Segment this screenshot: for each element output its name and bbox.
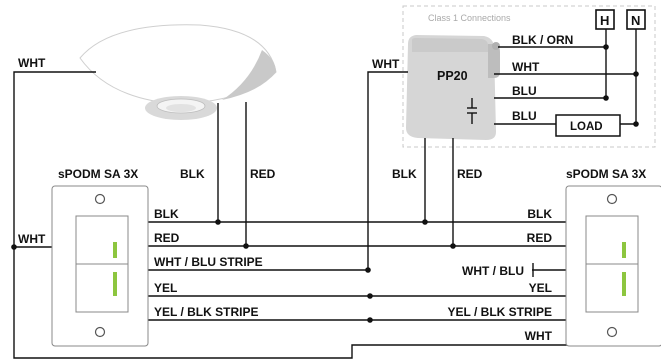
junction-dot bbox=[603, 95, 609, 101]
junction-dot bbox=[367, 293, 373, 299]
pack-wht-label: WHT bbox=[512, 60, 540, 74]
junction-dot bbox=[633, 121, 639, 127]
left-switch-device bbox=[51, 185, 149, 347]
pack-red-label: RED bbox=[457, 167, 483, 181]
junction-dot bbox=[215, 219, 221, 225]
right-wire-label-blk: BLK bbox=[527, 207, 552, 221]
hot-terminal-box bbox=[595, 9, 615, 30]
pack-blk-orn-label: BLK / ORN bbox=[512, 33, 573, 47]
load-label: LOAD bbox=[570, 121, 603, 133]
power-pack-pp20: PP20 bbox=[406, 35, 500, 140]
right-wire-label-yel: YEL bbox=[529, 281, 552, 295]
right-switch-lower-indicator bbox=[622, 272, 626, 296]
junction-dot bbox=[450, 243, 456, 249]
right-wire-label-wht: WHT bbox=[525, 329, 553, 343]
junction-dot bbox=[243, 243, 249, 249]
junction-dot bbox=[633, 71, 639, 77]
neutral-terminal-label: N bbox=[631, 13, 640, 28]
junction-dot bbox=[367, 317, 373, 323]
left-wire-label-blk: BLK bbox=[154, 207, 179, 221]
wire-sensor-wht bbox=[13, 71, 528, 359]
right-switch-device bbox=[565, 185, 661, 347]
left-switch-lower-indicator bbox=[113, 272, 117, 296]
right-switch-title: sPODM SA 3X bbox=[566, 167, 646, 181]
wire-load-return bbox=[620, 74, 637, 125]
junction-dot bbox=[603, 44, 609, 50]
right-wire-label-wht-blu: WHT / BLU bbox=[462, 264, 524, 278]
sensor-blk-label: BLK bbox=[180, 167, 205, 181]
pack-blk-label: BLK bbox=[392, 167, 417, 181]
wire-pack-left-wht bbox=[367, 71, 408, 270]
left-wire-label-yel-blk-stripe: YEL / BLK STRIPE bbox=[154, 305, 258, 319]
right-wire-label-red: RED bbox=[527, 231, 553, 245]
relay-contact-icon bbox=[467, 98, 477, 124]
junction-dot bbox=[422, 219, 428, 225]
class1-label: Class 1 Connections bbox=[428, 13, 511, 23]
hot-terminal-label: H bbox=[600, 13, 609, 28]
left-switch-upper-indicator bbox=[113, 242, 117, 258]
ceiling-sensor-icon bbox=[79, 24, 277, 120]
left-switch-side-wht-label: WHT bbox=[18, 232, 46, 246]
pack-blu-upper-label: BLU bbox=[512, 84, 537, 98]
pack-blu-lower-label: BLU bbox=[512, 109, 537, 123]
left-switch-title: sPODM SA 3X bbox=[58, 167, 138, 181]
left-wire-label-yel: YEL bbox=[154, 281, 177, 295]
load-box bbox=[555, 114, 621, 137]
right-wire-label-yel-blk-stripe: YEL / BLK STRIPE bbox=[448, 305, 552, 319]
junction-dot bbox=[365, 267, 371, 273]
power-pack-label: PP20 bbox=[437, 69, 468, 83]
left-wire-label-wht-blu-stripe: WHT / BLU STRIPE bbox=[154, 255, 263, 269]
sensor-wht-label: WHT bbox=[18, 56, 46, 70]
pack-left-wht-label: WHT bbox=[372, 57, 400, 71]
right-switch-upper-indicator bbox=[622, 242, 626, 258]
class1-region bbox=[402, 5, 656, 148]
junction-dot bbox=[11, 244, 17, 250]
wire-pack-blu-upper bbox=[494, 47, 607, 99]
left-wire-label-red: RED bbox=[154, 231, 180, 245]
sensor-red-label: RED bbox=[250, 167, 276, 181]
